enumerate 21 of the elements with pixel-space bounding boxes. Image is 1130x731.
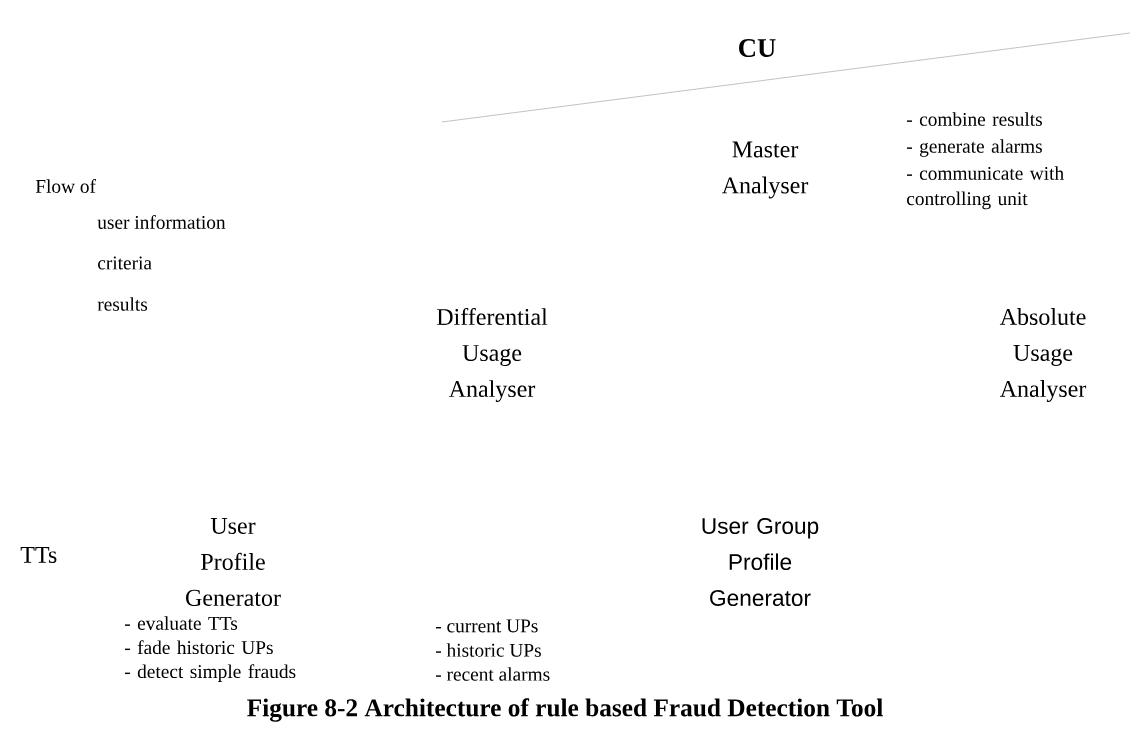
- figure-caption: Figure 8-2 Architecture of rule based Fraud Detection Tool: [247, 698, 883, 722]
- label-text: - current UPs: [436, 619, 538, 633]
- label-text: results: [97, 297, 148, 311]
- note-text: - fade historic UPs: [125, 640, 273, 655]
- unit-label: CU: [739, 39, 776, 57]
- component-label: Differential Usage Analyser: [436, 307, 548, 403]
- label-text: user information: [97, 215, 226, 229]
- note-text: - evaluate TTs: [125, 616, 238, 630]
- note-text: - detect simple frauds: [125, 664, 296, 682]
- label-text: - historic UPs: [436, 643, 541, 657]
- component-label: Absolute Usage Analyser: [999, 308, 1087, 402]
- label-text: criteria: [98, 256, 152, 270]
- label-text: Flow of: [35, 179, 96, 193]
- note-text: - combine results: [907, 112, 1042, 126]
- component-label: Master Analyser: [721, 141, 809, 199]
- note-text: - communicate with controlling unit: [907, 166, 1064, 210]
- label-text: TTs: [20, 547, 57, 563]
- component-label: User Group Profile Generator: [702, 518, 819, 607]
- label-text: - recent alarms: [436, 667, 550, 681]
- component-label: User Profile Generator: [186, 518, 281, 606]
- note-text: - generate alarms: [907, 139, 1042, 157]
